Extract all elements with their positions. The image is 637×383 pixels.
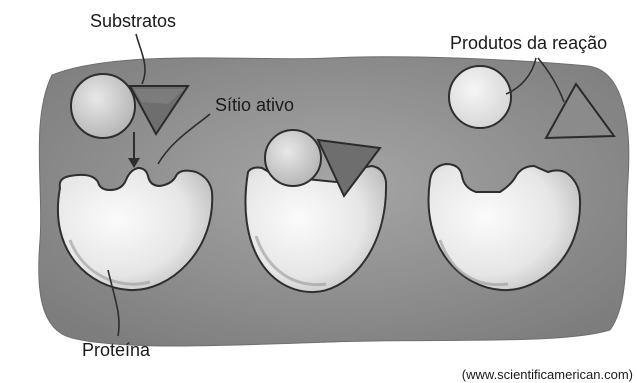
source-credit: (www.scientificamerican.com) [462,367,633,382]
active-site-label: Sítio ativo [215,95,294,115]
substrate-circle [71,74,135,138]
products-label: Produtos da reação [450,33,607,53]
product-circle [449,66,511,128]
bound-circle [265,130,321,186]
protein-label: Proteína [82,340,151,360]
substrates-label: Substratos [90,11,176,31]
